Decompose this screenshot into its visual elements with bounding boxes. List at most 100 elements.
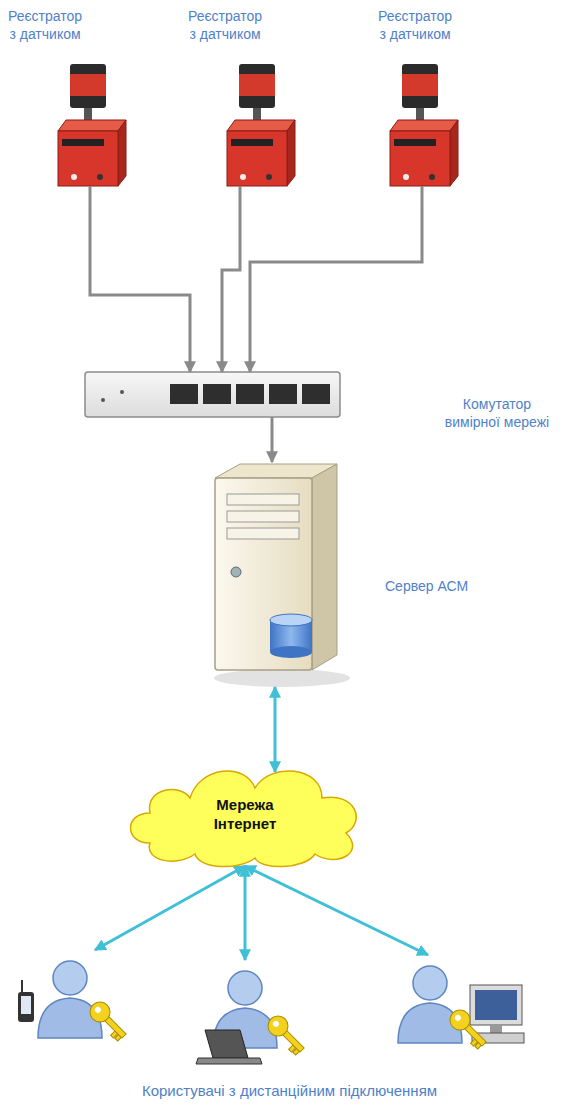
illustration-part <box>21 980 23 992</box>
recorder-devices <box>58 64 458 209</box>
illustration-part <box>89 186 92 209</box>
server-node: Сервер АСМ <box>205 462 340 687</box>
illustration-part <box>58 120 126 131</box>
illustration-part <box>490 1025 502 1033</box>
illustration-part <box>227 131 287 186</box>
illustration-part <box>454 1014 462 1022</box>
recorder-node: Реєстратор з датчиком <box>185 8 315 209</box>
illustration-part <box>402 64 438 108</box>
illustration-part <box>293 1049 299 1055</box>
illustration-part <box>429 174 435 180</box>
illustration-part <box>269 384 297 404</box>
cloud-label: Мережа Інтернет <box>195 795 295 834</box>
illustration-part <box>264 1012 292 1040</box>
illustration-part <box>239 64 275 108</box>
illustration-part <box>446 1006 474 1034</box>
illustration-part <box>236 384 264 404</box>
illustration-part <box>70 74 106 96</box>
connector-arrow <box>90 209 190 372</box>
node-label: Реєстратор з датчиком <box>185 8 265 43</box>
user-node <box>10 950 135 1060</box>
cloud-outline <box>131 771 357 867</box>
connector-arrow <box>222 209 240 372</box>
illustration-part <box>312 464 337 670</box>
recorder-device <box>227 64 295 209</box>
illustration-part <box>86 998 131 1043</box>
cloud-shape <box>120 758 370 870</box>
illustration-part <box>227 528 299 539</box>
connector-arrow <box>245 866 428 955</box>
illustration-part <box>21 996 31 1014</box>
illustration-part <box>71 174 77 180</box>
illustration-part <box>120 390 124 394</box>
user-icon <box>18 961 131 1043</box>
illustration-part <box>402 74 438 96</box>
illustration-part <box>227 494 299 505</box>
illustration-part <box>70 64 106 108</box>
user-icon <box>398 966 524 1051</box>
node-label: Сервер АСМ <box>385 578 468 596</box>
user-icons <box>18 961 524 1064</box>
illustration-part <box>86 998 114 1026</box>
illustration-part <box>421 186 424 209</box>
illustration-part <box>403 174 409 180</box>
illustration-part <box>118 120 126 186</box>
user-icon <box>196 971 309 1064</box>
illustration-part <box>115 1035 121 1041</box>
illustration-part <box>470 985 522 1025</box>
illustration-part <box>390 120 458 131</box>
illustration-part <box>272 1020 280 1028</box>
illustration-part <box>85 372 340 417</box>
illustration-part <box>270 614 312 626</box>
illustration-part <box>390 131 450 186</box>
illustration-part <box>240 174 246 180</box>
illustration-part <box>475 1043 481 1049</box>
illustration-part <box>18 992 34 1022</box>
illustration-part <box>97 174 103 180</box>
illustration-part <box>227 511 299 522</box>
illustration-part <box>170 384 198 404</box>
illustration-part <box>228 971 262 1005</box>
recorder-node: Реєстратор з датчиком <box>375 8 505 209</box>
user-node <box>185 960 305 1070</box>
illustration-part <box>231 139 273 146</box>
illustration-part <box>231 567 241 577</box>
illustration-part <box>302 384 330 404</box>
illustration-part <box>227 120 295 131</box>
illustration-part <box>446 1006 491 1051</box>
illustration-part <box>58 131 118 186</box>
illustration-part <box>450 120 458 186</box>
connector-arrow <box>244 866 247 960</box>
switch-node: Комутатор вимірної мережі <box>85 372 340 417</box>
connector-arrow <box>274 687 277 772</box>
connector-arrow <box>271 417 274 462</box>
illustration-part <box>214 669 350 687</box>
illustration-part <box>84 108 92 120</box>
illustration-part <box>239 186 242 209</box>
illustration-part <box>413 966 447 1000</box>
cloud-node: Мережа Інтернет <box>120 758 370 870</box>
illustration-part <box>62 139 104 146</box>
server-tower <box>214 464 350 687</box>
caption-label: Користувачі з дистанційним підключенням <box>0 1082 579 1099</box>
illustration-part <box>205 1030 248 1058</box>
illustration-part <box>94 1006 102 1014</box>
illustration-part <box>101 398 105 402</box>
user-node <box>385 955 525 1065</box>
illustration-part <box>253 108 261 120</box>
illustration-part <box>287 120 295 186</box>
node-label: Комутатор вимірної мережі <box>437 396 557 431</box>
node-label: Реєстратор з датчиком <box>375 8 455 43</box>
network-switch <box>85 372 340 417</box>
recorder-device <box>58 64 126 209</box>
illustration-part <box>416 108 424 120</box>
illustration-part <box>270 646 312 658</box>
illustration-part <box>196 1058 262 1064</box>
node-label: Реєстратор з датчиком <box>5 8 85 43</box>
connector-arrow <box>250 209 422 372</box>
connector-arrow <box>95 866 245 950</box>
recorder-device <box>390 64 458 209</box>
illustration-part <box>266 174 272 180</box>
